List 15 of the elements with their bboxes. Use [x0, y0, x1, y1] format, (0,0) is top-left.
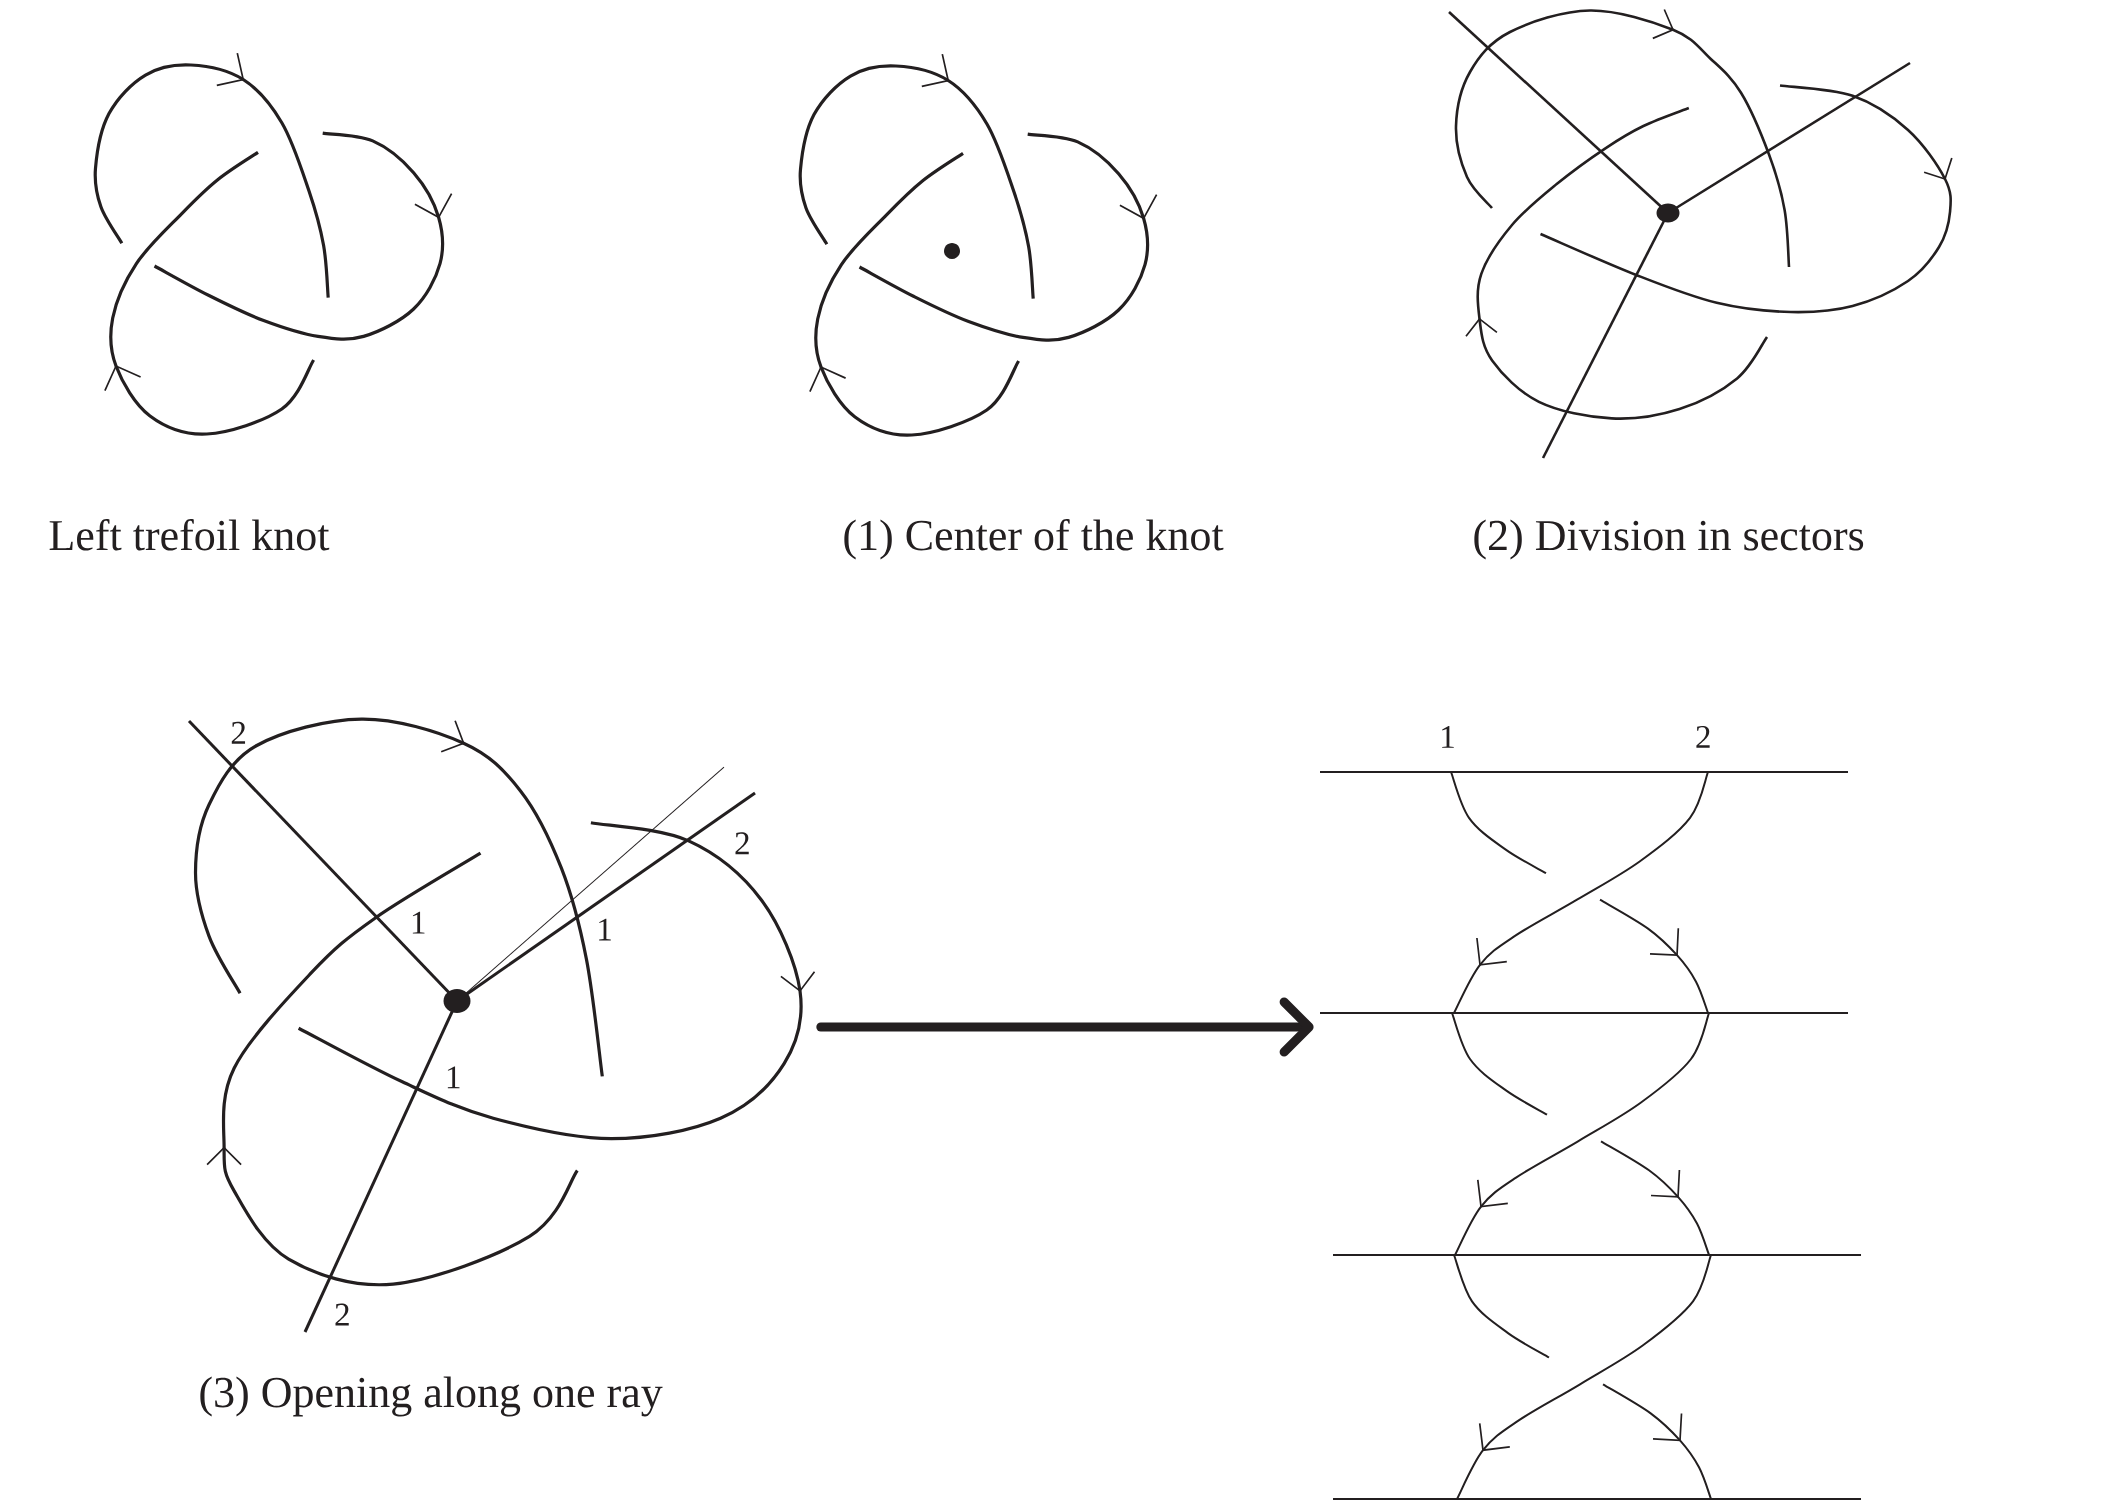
number-label: 2 [735, 832, 749, 855]
number-label: 2 [231, 721, 246, 744]
braid-drawing [1319, 771, 1862, 1500]
panel-label: (3) Opening along one ray [200, 1376, 663, 1417]
number-label: 1 [599, 918, 611, 941]
number-label: 1 [447, 1066, 460, 1089]
panel-label: Left trefoil knot [49, 519, 330, 551]
knot-drawing [93, 52, 453, 436]
number-label: 2 [335, 1303, 349, 1326]
panel-label: (2) Division in sectors [1474, 519, 1864, 560]
arrow [816, 997, 1314, 1057]
number-label: 1 [412, 911, 425, 934]
strand-number: 1 [1442, 726, 1454, 748]
panel-label: (1) Center of the knot [844, 519, 1224, 560]
strand-number: 2 [1696, 725, 1710, 748]
